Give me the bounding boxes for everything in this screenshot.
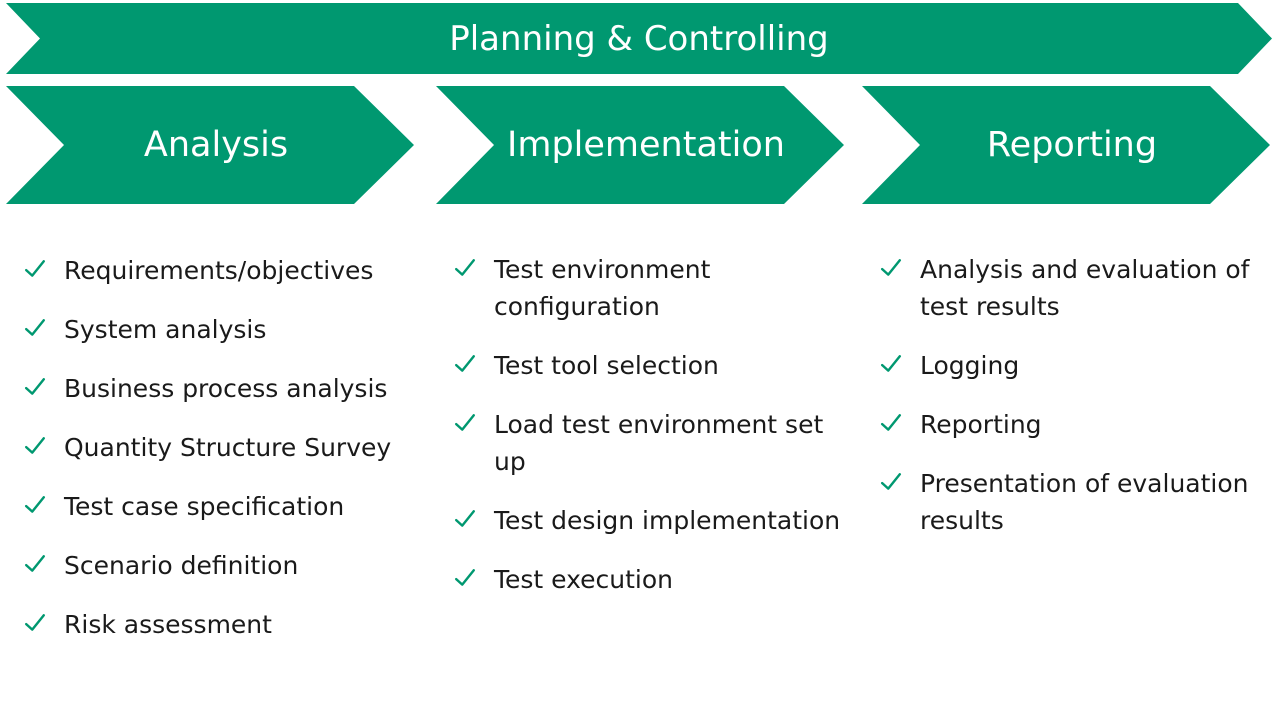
list-item-text: Test design implementation: [494, 506, 841, 535]
check-icon: [24, 260, 46, 277]
analysis-list: Requirements/objectives System analysis …: [24, 252, 424, 665]
check-icon: [454, 259, 476, 276]
check-icon: [880, 259, 902, 276]
list-item-text: Risk assessment: [64, 610, 272, 639]
check-icon: [454, 510, 476, 527]
list-item-text: Business process analysis: [64, 374, 388, 403]
list-item-text: Analysis and evaluation of test results: [920, 255, 1250, 321]
check-icon: [454, 569, 476, 586]
reporting-chevron: Reporting: [862, 86, 1270, 204]
list-item: Reporting: [880, 406, 1260, 443]
list-item: Test environment configuration: [454, 251, 794, 325]
list-item-text: Requirements/objectives: [64, 256, 374, 285]
implementation-list: Test environment configuration Test tool…: [454, 251, 854, 620]
check-icon: [880, 414, 902, 431]
list-item: Test tool selection: [454, 347, 854, 384]
list-item-text: Scenario definition: [64, 551, 299, 580]
check-icon: [880, 355, 902, 372]
list-item: Test design implementation: [454, 502, 854, 539]
list-item: Analysis and evaluation of test results: [880, 251, 1260, 325]
implementation-chevron: Implementation: [436, 86, 844, 204]
analysis-chevron: Analysis: [6, 86, 414, 204]
list-item: Test case specification: [24, 488, 424, 525]
check-icon: [880, 473, 902, 490]
list-item-text: Quantity Structure Survey: [64, 433, 392, 462]
list-item-text: Logging: [920, 351, 1020, 380]
planning-controlling-chevron: Planning & Controlling: [6, 3, 1272, 74]
reporting-title: Reporting: [986, 125, 1158, 165]
check-icon: [454, 355, 476, 372]
list-item: Logging: [880, 347, 1260, 384]
list-item: Business process analysis: [24, 370, 424, 407]
list-item: Test execution: [454, 561, 854, 598]
list-item: System analysis: [24, 311, 424, 348]
list-item: Load test environment set up: [454, 406, 824, 480]
list-item: Risk assessment: [24, 606, 424, 643]
check-icon: [454, 414, 476, 431]
list-item-text: Test tool selection: [494, 351, 719, 380]
list-item: Presentation of evaluation results: [880, 465, 1260, 539]
check-icon: [24, 555, 46, 572]
list-item-text: Test execution: [494, 565, 674, 594]
list-item-text: Reporting: [920, 410, 1042, 439]
check-icon: [24, 614, 46, 631]
list-item-text: Test case specification: [64, 492, 345, 521]
list-item: Scenario definition: [24, 547, 424, 584]
check-icon: [24, 378, 46, 395]
list-item-text: Load test environment set up: [494, 410, 824, 476]
list-item-text: Test environment configuration: [494, 255, 711, 321]
list-item: Quantity Structure Survey: [24, 429, 424, 466]
planning-controlling-title: Planning & Controlling: [449, 18, 829, 59]
reporting-list: Analysis and evaluation of test results …: [880, 251, 1260, 561]
implementation-title: Implementation: [507, 125, 785, 165]
list-item-text: Presentation of evaluation results: [920, 469, 1249, 535]
check-icon: [24, 496, 46, 513]
check-icon: [24, 437, 46, 454]
analysis-title: Analysis: [143, 125, 289, 165]
list-item: Requirements/objectives: [24, 252, 424, 289]
list-item-text: System analysis: [64, 315, 267, 344]
check-icon: [24, 319, 46, 336]
